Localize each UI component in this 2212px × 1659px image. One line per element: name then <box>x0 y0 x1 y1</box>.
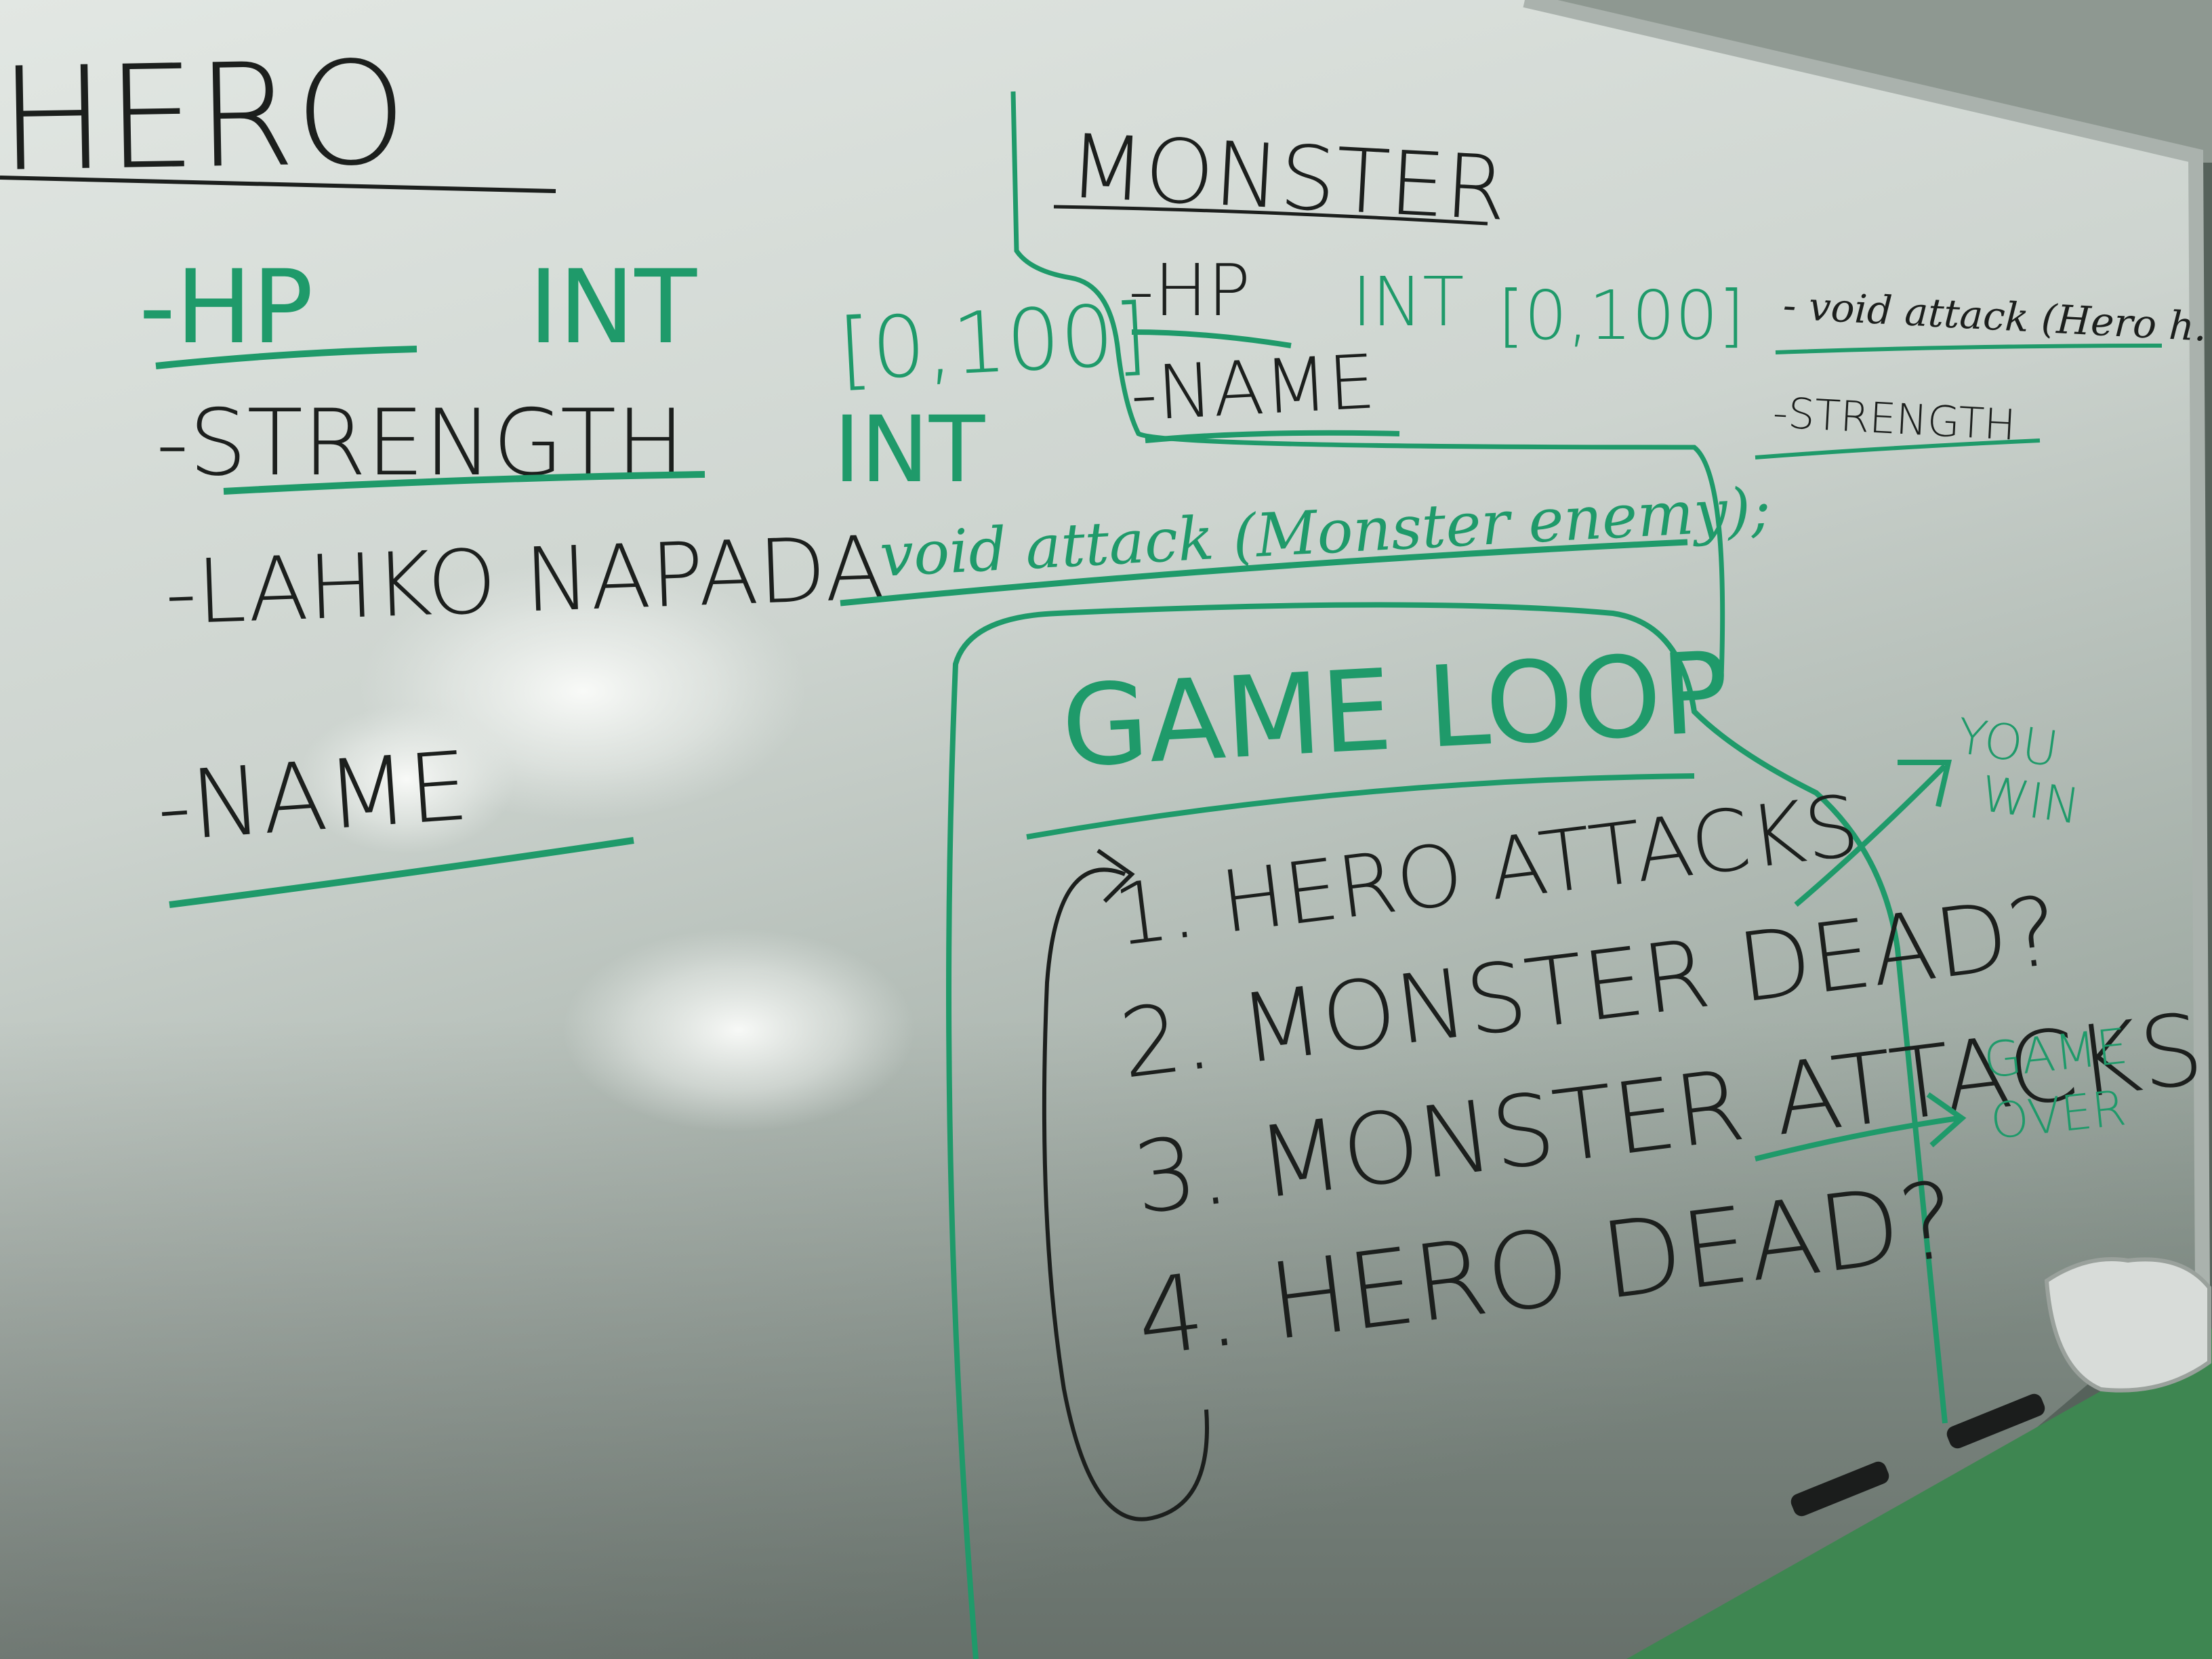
hero-hp-label: -HP <box>139 249 313 367</box>
outcome-win-line1: YOU <box>1954 708 2062 778</box>
outcome-over-line2: OVER <box>1988 1079 2129 1149</box>
monster-title-underline <box>1053 205 1488 226</box>
win-arrow-head <box>1898 760 1952 807</box>
monster-hp-range: [0,100] <box>1498 276 1744 355</box>
hero-strength-underline <box>223 471 705 495</box>
light-glare-lower <box>562 928 915 1132</box>
hero-attack-underline <box>840 539 1688 607</box>
hero-hp-type: INT <box>529 249 697 367</box>
monster-strength-underline <box>1755 438 2041 459</box>
hero-ability-label: -LAHKO NAPADA <box>163 516 886 644</box>
whiteboard-shadow <box>0 1017 2203 1659</box>
monster-name-label: -NAME <box>1128 338 1378 438</box>
marker-tray <box>1626 1328 2212 1659</box>
hero-strength-type: INT <box>834 396 985 503</box>
marker-black-1 <box>1790 1461 1889 1517</box>
light-glare-mid <box>298 705 515 854</box>
game-over-arrow <box>1755 1115 1959 1162</box>
game-over-arrow-head <box>1926 1092 1967 1147</box>
monster-hp-label: -HP <box>1128 249 1250 332</box>
monster-name-underline <box>1145 430 1400 443</box>
monster-hp-underline <box>1131 329 1292 348</box>
outcome-win-line2: WIN <box>1978 765 2084 836</box>
hero-title-underline <box>0 176 556 193</box>
marker-black-2 <box>1946 1393 2045 1449</box>
hero-hp-underline <box>155 346 417 369</box>
monster-section: MONSTER -HP INT [0,100] -NAME - void att… <box>1010 91 2208 678</box>
hero-hp-range: [0,100] <box>836 285 1149 400</box>
win-arrow <box>1794 764 1947 907</box>
monster-attack-underline <box>1775 344 2163 354</box>
eraser-cloth <box>2044 1257 2211 1393</box>
loop-arrow-head <box>1097 848 1135 903</box>
monster-hp-type: INT <box>1352 262 1464 342</box>
game-loop-box <box>946 602 1948 1659</box>
hero-name-label: -NAME <box>153 731 472 863</box>
game-loop-title-underline <box>1026 773 1695 840</box>
hero-title: HERO <box>0 30 409 203</box>
hero-name-underline <box>169 837 634 908</box>
loop-arrow <box>1042 867 1209 1521</box>
board-frame-right <box>1523 0 2210 1288</box>
